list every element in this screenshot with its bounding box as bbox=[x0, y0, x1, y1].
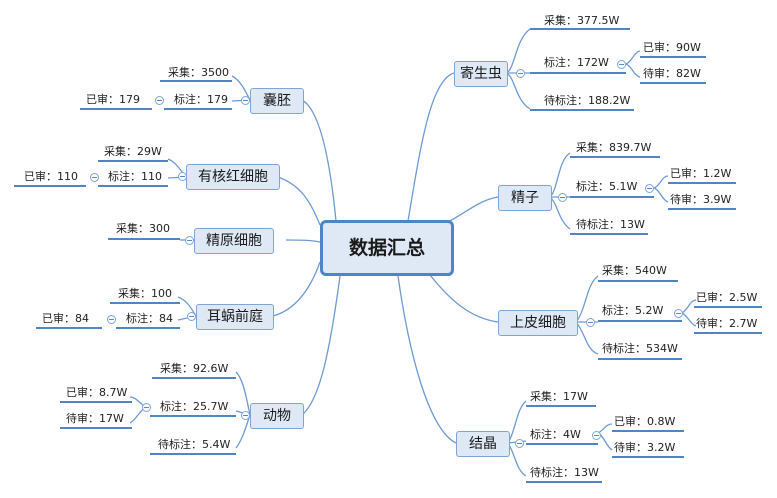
leaf-erwo-yishen[interactable]: 已审：84 bbox=[42, 312, 89, 325]
collapse-jisheng-biaozhu-icon[interactable] bbox=[617, 60, 626, 69]
node-jisheng[interactable]: 寄生虫 bbox=[454, 61, 508, 87]
leaf-jiejing-yishen[interactable]: 已审：0.8W bbox=[614, 415, 676, 428]
leaf-erwo-caiji[interactable]: 采集：100 bbox=[118, 287, 172, 300]
node-jingyuan[interactable]: 精原细胞 bbox=[194, 228, 274, 254]
leaf-jingzi-daibiaozhu[interactable]: 待标注：13W bbox=[576, 218, 645, 231]
collapse-jingyuan-icon[interactable] bbox=[185, 236, 194, 245]
leaf-dongwu-caiji[interactable]: 采集：92.6W bbox=[160, 362, 229, 375]
leaf-jingzi-biaozhu[interactable]: 标注：5.1W bbox=[576, 180, 638, 193]
leaf-jingzi-yishen[interactable]: 已审：1.2W bbox=[670, 167, 732, 180]
leaf-dongwu-yishen[interactable]: 已审：8.7W bbox=[66, 386, 128, 399]
node-nangpei[interactable]: 囊胚 bbox=[250, 88, 304, 114]
leaf-jisheng-daibiaozhu[interactable]: 待标注：188.2W bbox=[544, 94, 631, 107]
node-shangpi[interactable]: 上皮细胞 bbox=[498, 310, 578, 336]
leaf-dongwu-biaozhu[interactable]: 标注：25.7W bbox=[160, 400, 229, 413]
leaf-jingzi-caiji[interactable]: 采集：839.7W bbox=[576, 141, 652, 154]
leaf-jingzi-daishen[interactable]: 待审：3.9W bbox=[670, 193, 732, 206]
collapse-dongwu-icon[interactable] bbox=[241, 411, 250, 420]
collapse-nangpei-biaozhu-icon[interactable] bbox=[155, 96, 164, 105]
link-center-dongwu bbox=[301, 275, 341, 416]
leaf-nangpei-biaozhu[interactable]: 标注：179 bbox=[174, 93, 228, 106]
center-node[interactable]: 数据汇总 bbox=[320, 220, 454, 276]
link-center-jingzi bbox=[447, 196, 499, 223]
collapse-jingzi-biaozhu-icon[interactable] bbox=[645, 184, 654, 193]
leaf-dongwu-daishen[interactable]: 待审：17W bbox=[66, 412, 124, 425]
leaf-youhe-yishen[interactable]: 已审：110 bbox=[24, 170, 78, 183]
link-center-jingyuan bbox=[285, 239, 321, 243]
leaf-jisheng-caiji[interactable]: 采集：377.5W bbox=[544, 14, 620, 27]
leaf-dongwu-daibiaozhu[interactable]: 待标注：5.4W bbox=[158, 438, 231, 451]
collapse-erwo-icon[interactable] bbox=[187, 312, 196, 321]
leaf-jisheng-biaozhu[interactable]: 标注：172W bbox=[544, 56, 609, 69]
link-center-nangpei bbox=[301, 99, 337, 222]
leaf-jisheng-daishen[interactable]: 待审：82W bbox=[643, 67, 701, 80]
leaf-shangpi-daibiaozhu[interactable]: 待标注：534W bbox=[602, 342, 678, 355]
leaf-jingyuan-caiji[interactable]: 采集：300 bbox=[116, 222, 170, 235]
leaf-shangpi-biaozhu[interactable]: 标注：5.2W bbox=[602, 304, 664, 317]
link-center-erwo bbox=[272, 261, 321, 317]
leaf-youhe-caiji[interactable]: 采集：29W bbox=[104, 145, 162, 158]
leaf-erwo-biaozhu[interactable]: 标注：84 bbox=[126, 312, 173, 325]
collapse-shangpi-icon[interactable] bbox=[586, 318, 595, 327]
link-center-jiejing bbox=[397, 275, 457, 444]
leaf-nangpei-yishen[interactable]: 已审：179 bbox=[86, 93, 140, 106]
node-jiejing[interactable]: 结晶 bbox=[456, 431, 510, 457]
collapse-youhe-icon[interactable] bbox=[178, 172, 187, 181]
leaf-jiejing-caiji[interactable]: 采集：17W bbox=[530, 390, 588, 403]
leaf-jiejing-biaozhu[interactable]: 标注：4W bbox=[530, 428, 581, 441]
collapse-youhe-biaozhu-icon[interactable] bbox=[90, 173, 99, 182]
collapse-jingzi-icon[interactable] bbox=[558, 193, 567, 202]
node-youhe[interactable]: 有核红细胞 bbox=[186, 164, 280, 190]
collapse-jiejing-icon[interactable] bbox=[515, 439, 524, 448]
leaf-shangpi-yishen[interactable]: 已审：2.5W bbox=[696, 291, 758, 304]
leaf-nangpei-caiji[interactable]: 采集：3500 bbox=[168, 66, 229, 79]
collapse-jiejing-biaozhu-icon[interactable] bbox=[592, 431, 601, 440]
link-center-jisheng bbox=[407, 72, 455, 222]
collapse-shangpi-biaozhu-icon[interactable] bbox=[674, 309, 683, 318]
link-center-youhe bbox=[277, 176, 321, 226]
leaf-shangpi-caiji[interactable]: 采集：540W bbox=[602, 264, 667, 277]
collapse-erwo-biaozhu-icon[interactable] bbox=[107, 315, 116, 324]
leaf-jiejing-daishen[interactable]: 待审：3.2W bbox=[614, 441, 676, 454]
leaf-jisheng-yishen[interactable]: 已审：90W bbox=[643, 41, 701, 54]
node-jingzi[interactable]: 精子 bbox=[498, 185, 552, 211]
leaf-youhe-biaozhu[interactable]: 标注：110 bbox=[108, 170, 162, 183]
collapse-dongwu-biaozhu-icon[interactable] bbox=[142, 403, 151, 412]
node-dongwu[interactable]: 动物 bbox=[250, 403, 304, 429]
node-erwo[interactable]: 耳蜗前庭 bbox=[196, 304, 274, 330]
link-center-shangpi bbox=[429, 274, 499, 323]
leaf-shangpi-daishen[interactable]: 待审：2.7W bbox=[696, 317, 758, 330]
collapse-nangpei-icon[interactable] bbox=[241, 96, 250, 105]
leaf-jiejing-daibiaozhu[interactable]: 待标注：13W bbox=[530, 466, 599, 479]
collapse-jisheng-icon[interactable] bbox=[516, 69, 525, 78]
